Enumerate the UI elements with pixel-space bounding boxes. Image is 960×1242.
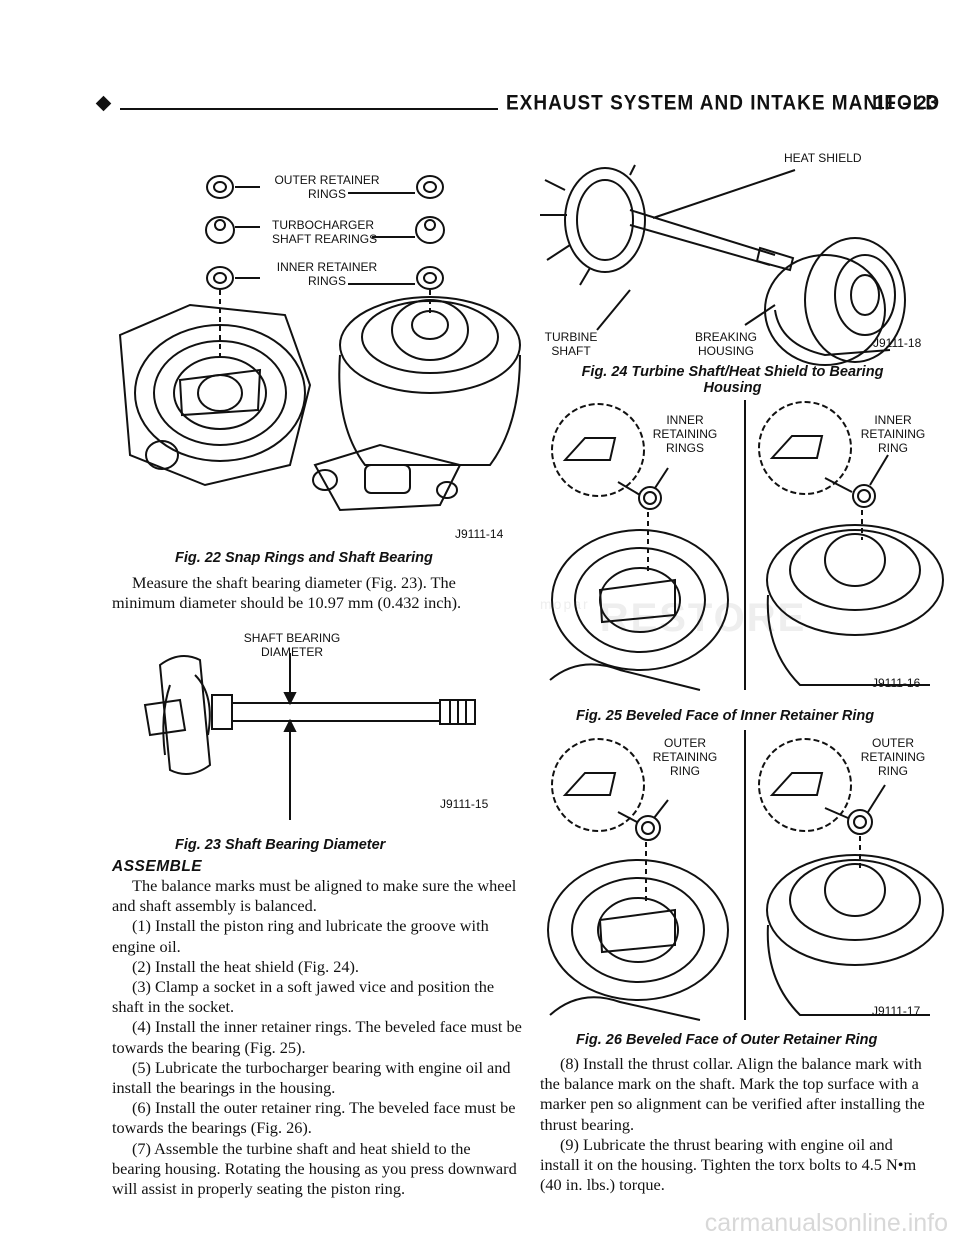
page-number: 11 - 23 — [874, 93, 940, 114]
fig23-code: J9111-15 — [440, 797, 489, 811]
fig24-turbine-shaft-illustration — [540, 164, 906, 366]
fig22-code: J9111-14 — [455, 527, 504, 541]
fig22-snap-rings-illustration — [118, 175, 521, 512]
step-9: (9) Lubricate the thrust bearing with en… — [540, 1134, 917, 1195]
step-6: (6) Install the outer retainer ring. The… — [112, 1098, 516, 1138]
fig26-outer-ring-illustration — [547, 730, 944, 1021]
step-7: (7) Assemble the turbine shaft and heat … — [112, 1138, 517, 1199]
fig24-caption: Fig. 24 Turbine Shaft/Heat Shield to Bea… — [581, 364, 884, 396]
step-1: (1) Install the piston ring and lubricat… — [112, 916, 489, 956]
fig25-caption: Fig. 25 Beveled Face of Inner Retainer R… — [576, 708, 875, 724]
fig24-code: J9111-18 — [873, 336, 922, 350]
site-watermark: carmanualsonline.info — [704, 1209, 948, 1237]
step-3: (3) Clamp a socket in a soft jawed vice … — [112, 977, 495, 1017]
step-4: (4) Install the inner retainer rings. Th… — [112, 1017, 522, 1057]
step-8: (8) Install the thrust collar. Align the… — [540, 1054, 925, 1134]
page-header-title: EXHAUST SYSTEM AND INTAKE MANIFOLD — [506, 91, 941, 115]
header-diamond-icon — [95, 95, 112, 112]
step-2: (2) Install the heat shield (Fig. 24). — [132, 956, 359, 976]
header-rule — [120, 108, 498, 110]
fig24-heat-shield-label: HEAT SHIELD — [784, 151, 862, 165]
step-5: (5) Lubricate the turbocharger bearing w… — [112, 1057, 511, 1098]
assemble-intro: The balance marks must be aligned to mak… — [112, 876, 517, 916]
assemble-heading: ASSEMBLE — [112, 858, 203, 875]
fig23-shaft-diagram — [143, 653, 476, 820]
fig25-code: J9111-16 — [872, 676, 921, 690]
assemble-steps-continued: (8) Install the thrust collar. Align the… — [540, 1054, 936, 1195]
assemble-section: ASSEMBLE The balance marks must be align… — [112, 858, 522, 1199]
fig26-code: J9111-17 — [872, 1004, 921, 1018]
fig22-caption: Fig. 22 Snap Rings and Shaft Bearing — [175, 550, 433, 566]
fig26-caption: Fig. 26 Beveled Face of Outer Retainer R… — [576, 1032, 878, 1048]
fig23-caption: Fig. 23 Shaft Bearing Diameter — [175, 837, 386, 853]
measure-paragraph: Measure the shaft bearing diameter (Fig.… — [112, 573, 462, 613]
fig25-inner-ring-illustration — [549, 400, 944, 691]
